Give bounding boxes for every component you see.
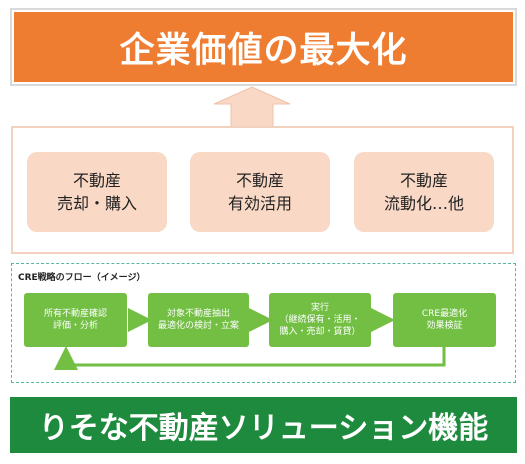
up-arrow-icon [213,86,291,128]
bottom-banner-title: りそな不動産ソリューション機能 [38,411,489,446]
flow-step-2-line2: 最適化の検討・立案 [157,321,239,331]
box-effective-use-line1: 不動産 [235,171,284,190]
flow-step-1-line1: 所有不動産確認 [43,309,107,319]
flow-step-3-line3: 購入・売却・賃貸） [279,327,361,337]
flow-step-2: 対象不動産抽出 最適化の検討・立案 [148,293,249,347]
box-securitization-line2: 流動化…他 [383,194,464,213]
box-effective-use-line2: 有効活用 [227,194,292,213]
flow-step-3-line1: 実行 [310,303,329,313]
flow-step-4-line1: CRE最適化 [421,309,468,319]
flow-step-2-line1: 対象不動産抽出 [166,309,230,319]
flow-step-1-line2: 評価・分析 [52,321,98,331]
box-securitization-line1: 不動産 [399,171,448,190]
flow-step-4: CRE最適化 効果検証 [393,293,496,347]
bottom-banner: りそな不動産ソリューション機能 [10,397,517,453]
flow-step-4-line2: 効果検証 [426,321,463,331]
top-banner-title: 企業価値の最大化 [119,30,408,71]
box-sale-purchase-line2: 売却・購入 [56,194,137,213]
box-sale-purchase-line1: 不動産 [72,171,121,190]
box-sale-purchase: 不動産 売却・購入 [27,152,167,232]
flow-panel [11,263,516,383]
top-banner: 企業価値の最大化 [14,12,513,82]
box-securitization: 不動産 流動化…他 [354,152,494,232]
box-effective-use: 不動産 有効活用 [190,152,330,232]
flow-step-3: 実行 （継続保有・活用・ 購入・売却・賃貸） [269,293,371,347]
flow-title: CRE戦略のフロー（イメージ） [18,273,146,283]
flow-step-1: 所有不動産確認 評価・分析 [24,293,127,347]
flow-step-3-line2: （継続保有・活用・ [279,315,361,325]
